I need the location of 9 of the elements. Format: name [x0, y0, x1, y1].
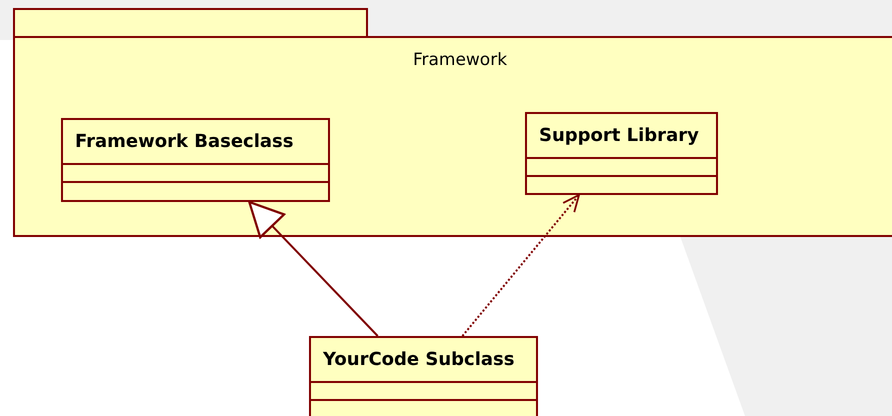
- class-name: YourCode Subclass: [322, 348, 516, 372]
- class-name: Framework Baseclass: [74, 130, 294, 154]
- package-name: Framework: [412, 50, 508, 70]
- class-name: Support Library: [538, 124, 700, 148]
- class-box: [525, 112, 718, 195]
- class-box: [61, 118, 330, 202]
- class-box: [309, 336, 538, 416]
- inheritance-arrow: [248, 200, 378, 337]
- dependency-arrow: [462, 194, 580, 337]
